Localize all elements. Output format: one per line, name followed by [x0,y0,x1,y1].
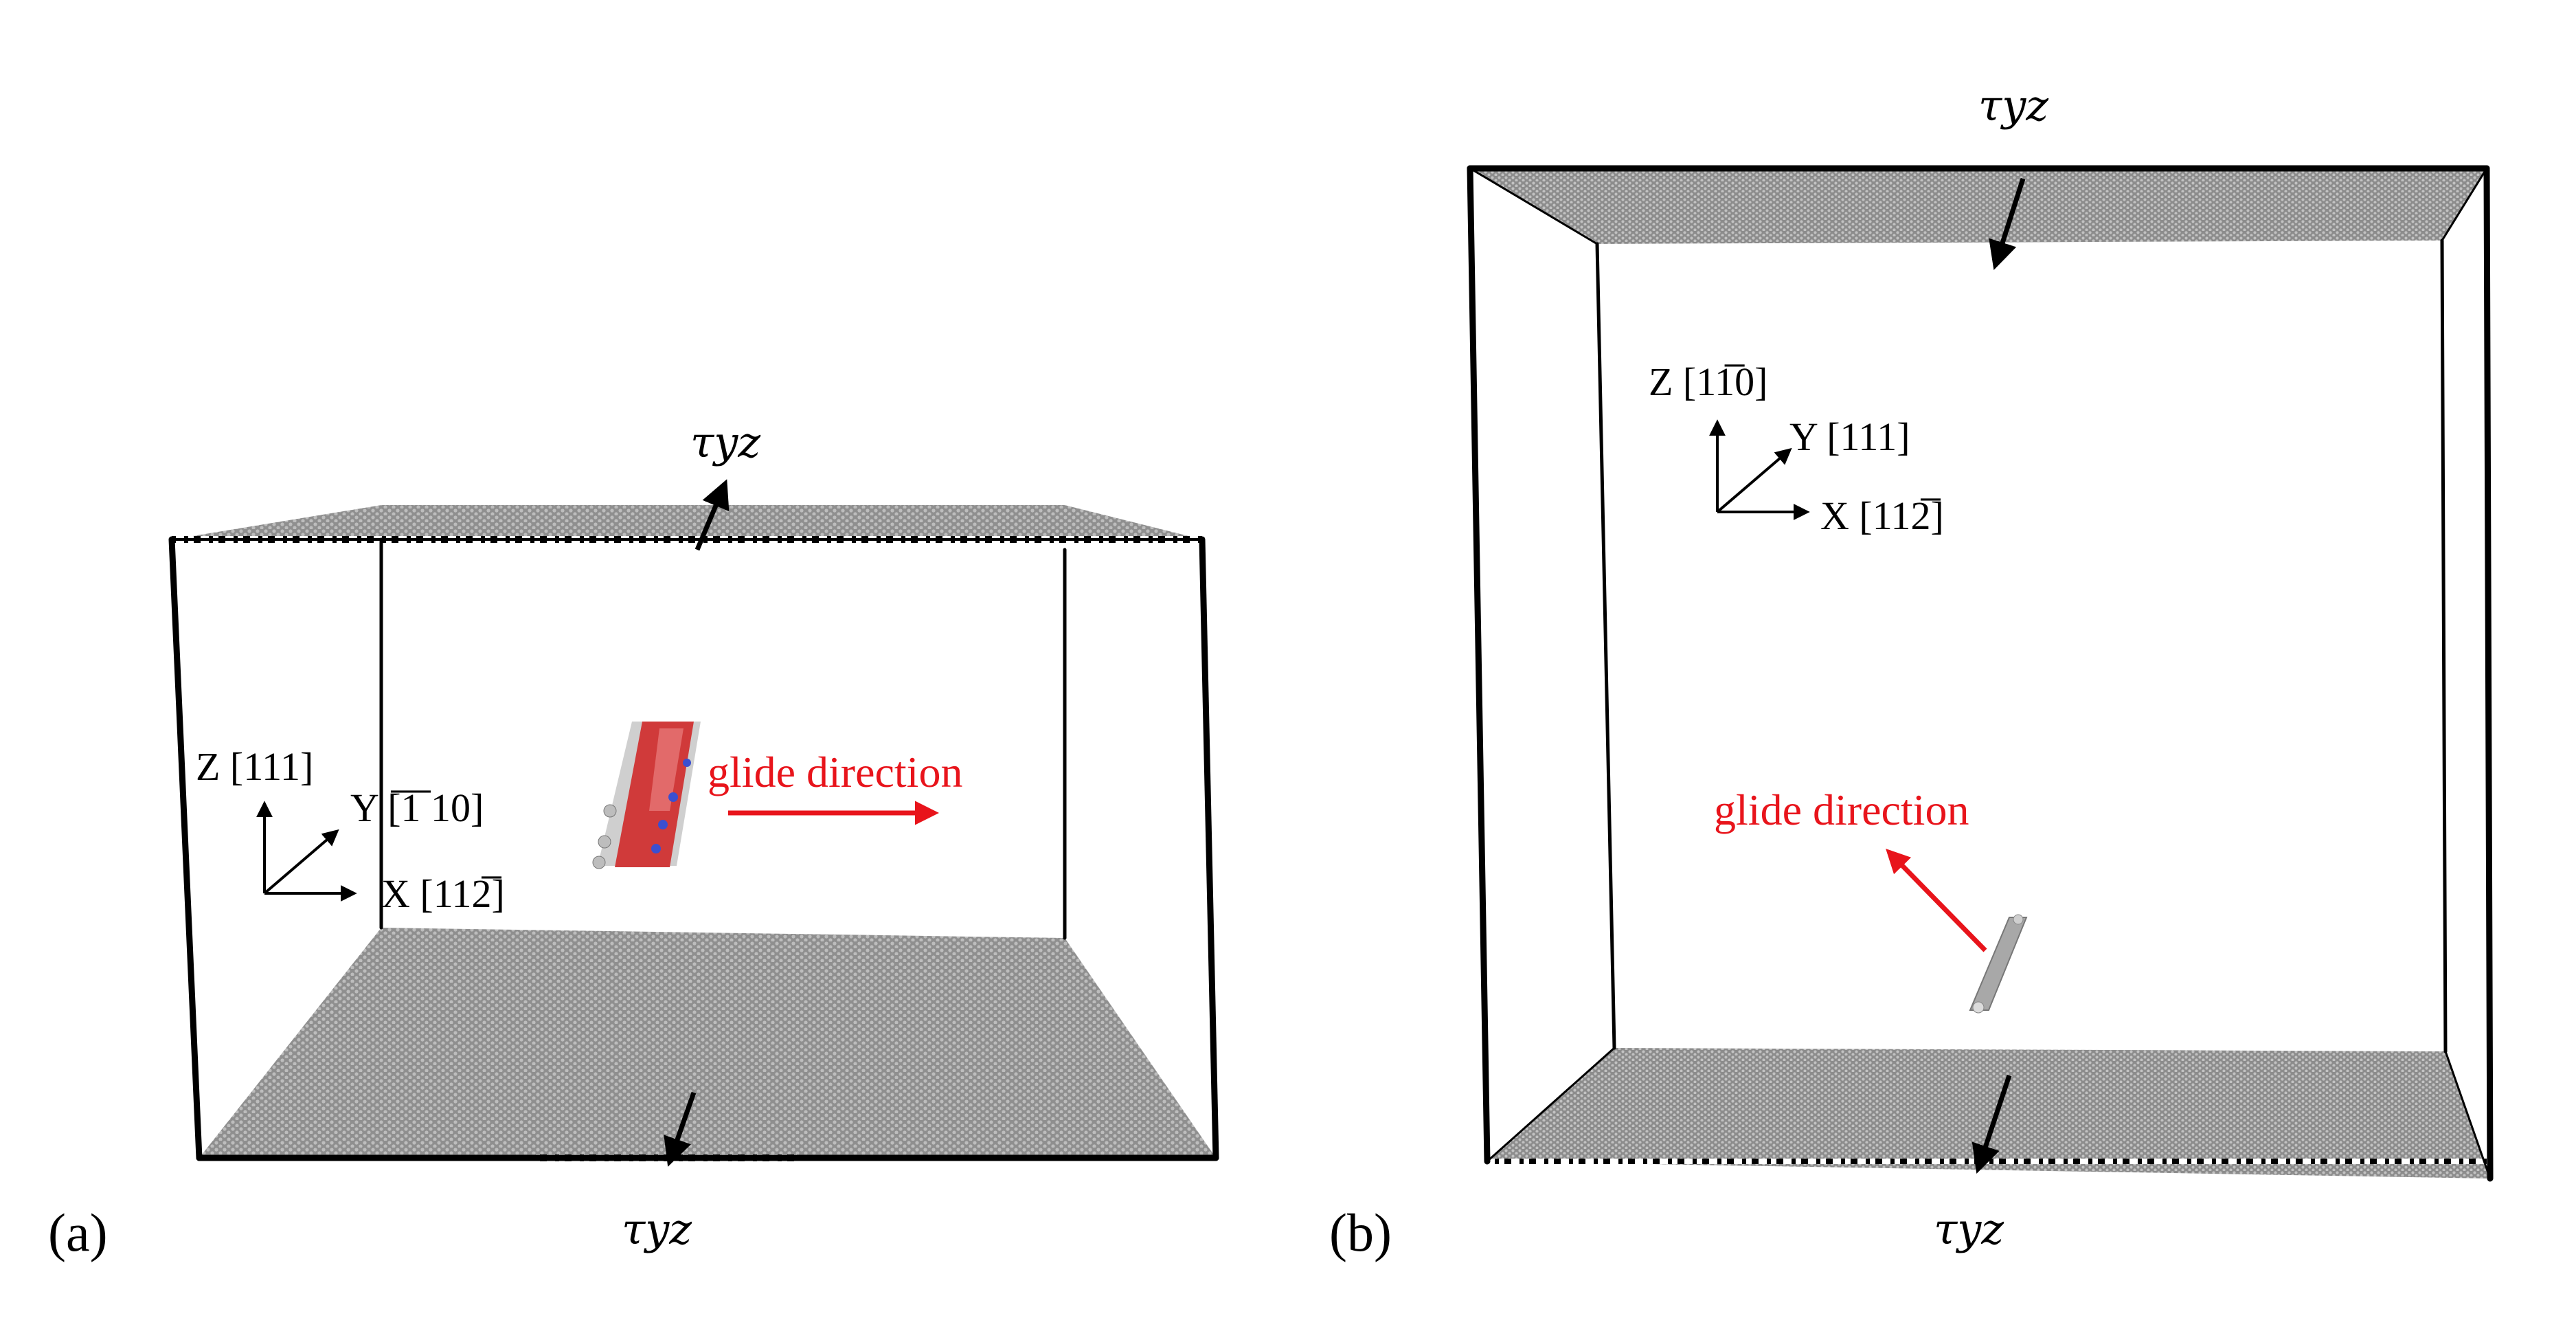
stress-label-bottom-a: τyz [622,1204,692,1254]
axis-label-x-a: X [112̅] [381,871,505,916]
bottom-plate-b [1487,1048,2490,1179]
stress-arrow-bottom-b [1971,1074,2012,1174]
stress-arrow-top-a [694,479,730,551]
simulation-box-a [168,536,1219,1161]
stress-arrow-bottom-a [664,1091,697,1167]
stress-label-top-b: τyz [1978,80,2048,131]
axes-triad-b [1709,419,1810,520]
axes-triad-a [256,801,357,902]
axis-label-z-b: Z [11̅0] [1649,359,1767,404]
panel-b [1467,165,2494,1182]
glide-label-a: glide direction [708,748,962,796]
top-plate-b [1470,168,2487,244]
axis-label-x-b: X [112̅] [1820,493,1944,538]
bottom-edge-atoms-b [1487,1159,2487,1164]
stress-arrow-top-b [1989,177,2026,271]
panel-label-b: (b) [1329,1203,1392,1262]
top-plate [172,505,1202,539]
stress-label-top-a: τyz [690,417,760,467]
dislocation-b [1969,914,2028,1014]
simulation-box-b [1467,165,2494,1182]
stress-label-bottom-b: τyz [1934,1204,2004,1254]
bottom-plate [199,928,1216,1158]
axis-label-z-a: Z [111] [196,744,313,789]
axis-label-y-a: Y [̅1̅ 10] [350,785,484,830]
axis-label-y-b: Y [111] [1789,414,1910,459]
glide-arrow-b [1886,848,1987,952]
dislocation-a [592,722,701,869]
panel-a [168,479,1219,1167]
glide-label-b: glide direction [1714,785,1969,834]
panel-label-a: (a) [48,1203,108,1262]
